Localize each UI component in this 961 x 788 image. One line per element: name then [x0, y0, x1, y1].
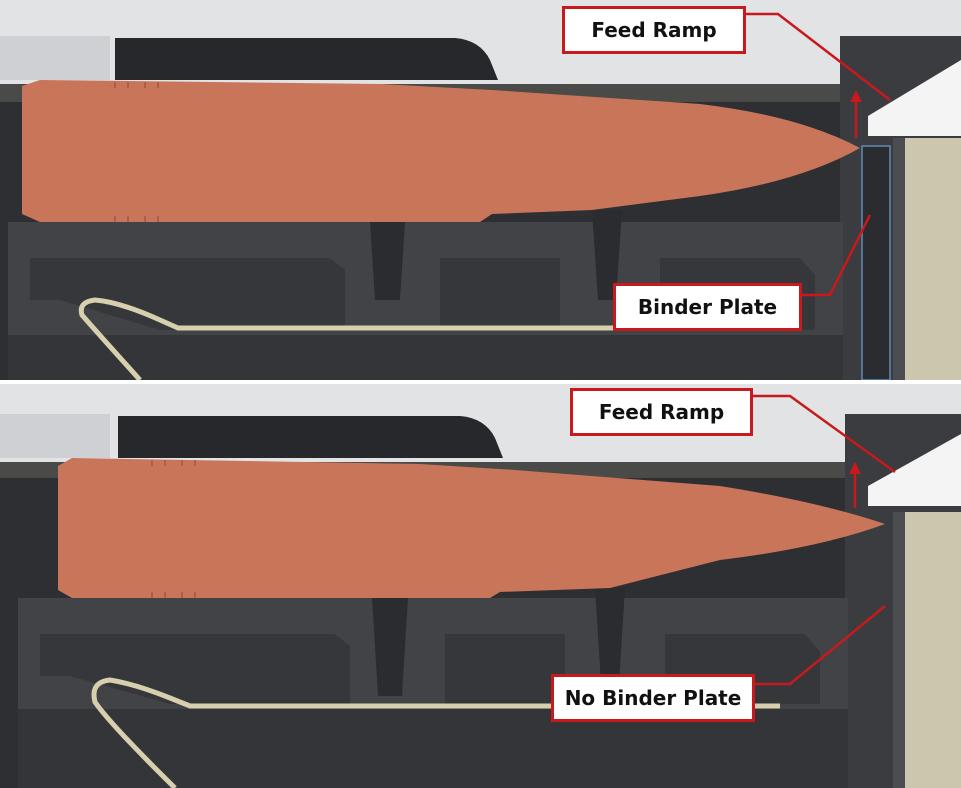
diagram-top [0, 0, 961, 380]
cartridge-extractor-groove [151, 460, 196, 598]
magazine-spring [91, 677, 780, 788]
binder-plate-label: Binder Plate [613, 283, 802, 331]
feed-ramp [868, 60, 961, 136]
feed-ramp [868, 434, 961, 506]
cartridge [22, 80, 860, 222]
chamber-edge [893, 512, 905, 788]
diagram-bottom [0, 384, 961, 788]
receiver-edge [0, 414, 110, 458]
up-arrow-icon [849, 462, 861, 508]
magazine-window-2 [440, 258, 560, 330]
up-arrow-icon [850, 90, 862, 138]
magazine-base [8, 335, 843, 380]
magazine-base [18, 709, 848, 788]
magazine-window-1 [40, 634, 350, 704]
bolt-recess [115, 38, 498, 80]
chamber-wall [905, 512, 961, 788]
follower-post-1 [372, 598, 408, 696]
no-binder-plate-leader [755, 605, 886, 686]
binder-plate [861, 145, 891, 380]
follower-post-2 [592, 210, 622, 300]
feed-ramp-label: Feed Ramp [570, 388, 753, 436]
bolt-recess [118, 416, 503, 458]
cartridge [58, 458, 885, 598]
follower-post-1 [370, 222, 405, 300]
no-binder-plate-label: No Binder Plate [551, 674, 755, 722]
cartridge-extractor-groove [114, 82, 159, 222]
feed-ramp-leader [752, 394, 896, 474]
feed-ramp-label: Feed Ramp [562, 6, 746, 54]
feed-ramp-leader [746, 12, 891, 101]
magazine-window-2 [445, 634, 565, 704]
panel-without-binder-plate: Feed Ramp No Binder Plate [0, 384, 961, 788]
follower-post-2 [595, 588, 625, 684]
panel-with-binder-plate: Feed Ramp Binder Plate [0, 0, 961, 380]
magazine-window-1 [30, 258, 345, 330]
panel-separator [0, 380, 961, 384]
chamber-wall [905, 138, 961, 380]
magazine-spring [78, 297, 790, 380]
chamber-edge [893, 138, 905, 380]
binder-plate-leader [800, 214, 872, 297]
receiver-edge [0, 36, 110, 80]
